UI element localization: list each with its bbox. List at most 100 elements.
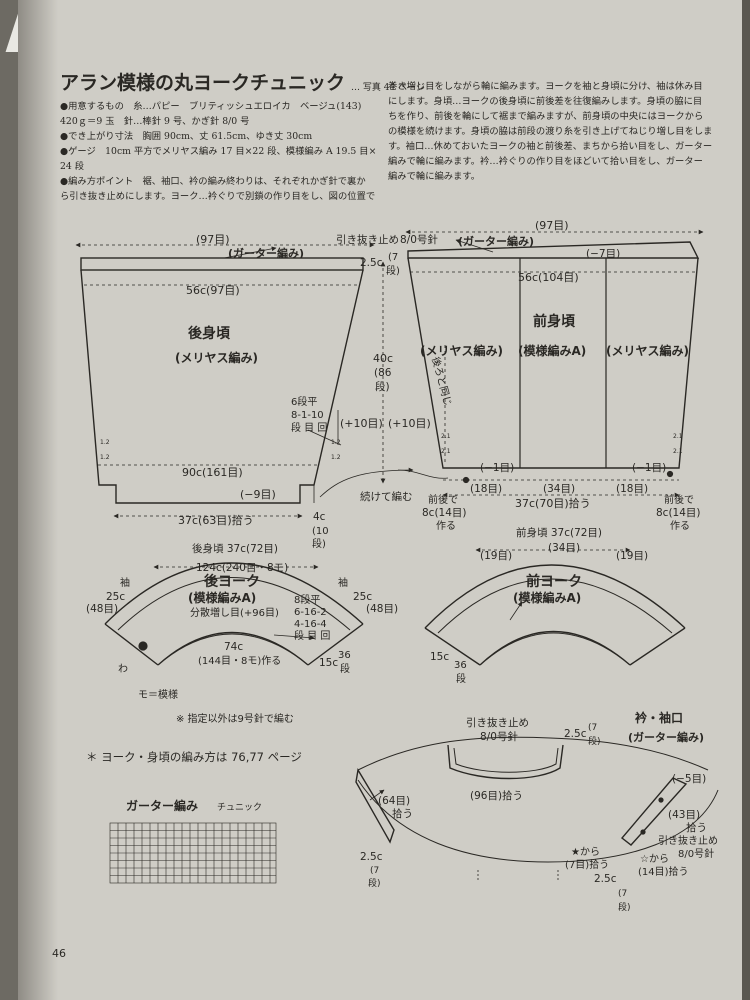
front-stitch-center: (模様編みA) [518, 343, 586, 358]
back-yoke-rows-2: 6-16-2 [294, 607, 327, 618]
materials-line: 420ｇ＝9 玉 針…棒針 9 号、かぎ針 8/0 号 [60, 116, 250, 127]
front-yoke-sts-center: (34目) [548, 542, 580, 554]
materials-line: ●編み方ポイント 裾、袖口、衿の編み終わりは、それぞれかぎ針で裏か [60, 176, 366, 187]
neck-cuff-title: 衿・袖口 [635, 710, 683, 725]
back-inc-units: 段 目 回 [291, 421, 327, 434]
back-garter-label: (ガーター編み) [228, 246, 304, 260]
same-as-back-label: 後ろと同じ [429, 355, 454, 407]
right-cuff-rows-unit: 段) [618, 901, 631, 913]
back-pickup: 37c(63目)拾う [178, 513, 254, 527]
back-yoke-rows: 8段平 [294, 593, 320, 606]
back-yoke-right-sts: (48目) [366, 603, 398, 615]
right-cuff-dec: (−5目) [672, 773, 706, 785]
back-yoke-depth-rows-unit: 段 [340, 662, 350, 675]
back-side-mark: 1.2 [331, 439, 341, 446]
motif-note: モ＝模様 [138, 688, 178, 701]
back-body-stitch: (メリヤス編み) [175, 350, 258, 365]
front-side-mark: 2.1 [673, 448, 683, 455]
back-yoke-labels: 後身頃 37c(72目) 124c(240目・8モ) 後ヨーク (模様編みA) … [86, 542, 398, 725]
back-yoke-sleeve-left: 袖 [120, 576, 130, 589]
front-yoke-sts-right: (19目) [616, 550, 648, 562]
back-yoke-depth-rows: 36 [338, 650, 351, 661]
neck-cuff-stitch: (ガーター編み) [628, 730, 704, 744]
front-body-labels: 8/0号針 (ガーター編み) (97目) (−7目) 56c(104目) 前身頃… [400, 219, 701, 532]
back-yoke-rows-units: 段 目 回 [294, 629, 330, 642]
neck-needle: 8/0号針 [480, 730, 518, 743]
garter-stitch-chart [109, 822, 277, 884]
back-body-labels: (97目) 引き抜き止め (ガーター編み) 2.5c (7 段) 56c(97目… [100, 233, 400, 550]
back-yoke-inner-make: (144目・8モ)作る [198, 655, 281, 667]
back-mid-width: 56c(97目) [186, 284, 240, 297]
back-side-mark: 1.2 [100, 439, 110, 446]
star-outline-pickup-label: (14目)拾う [638, 865, 689, 878]
gusset-rows-unit: 段) [312, 537, 326, 550]
front-diff-right-make: 作る [670, 520, 690, 532]
front-stitch-right: (メリヤス編み) [606, 343, 689, 358]
front-pickup: 37c(70目)拾う [515, 496, 591, 510]
left-cuff-height: 2.5c [360, 851, 383, 863]
star-pickup-label: (7目)拾う [565, 858, 609, 871]
instruction-line: 編みで輪に編みます。衿…衿ぐりの作り目をほどいて拾い目をし、ガーター [388, 156, 703, 167]
front-side-mark: 2.1 [441, 448, 451, 455]
front-diff-right: 前後で [664, 493, 694, 506]
neck-height: 2.5c [564, 728, 587, 740]
garter-chart-title: ガーター編み [126, 798, 198, 813]
needle-note: ※ 指定以外は9号針で編む [176, 712, 294, 725]
left-cuff-pickup: (64目) [378, 795, 410, 807]
instruction-line: にします。身頃…ヨークの後身頃に前後差を往復編みします。身頃の脇に目 [388, 96, 703, 107]
instruction-line: ちを作り、前後を輪にして裾まで編みますが、前身頃の中央にはヨークから [388, 111, 704, 122]
front-yoke-pattern: (模様編みA) [513, 590, 581, 605]
neck-cuff-schematic [355, 736, 719, 880]
instruction-line: 巻き増し目をしながら輪に編みます。ヨークを袖と身頃に分け、袖は休み目 [388, 81, 703, 92]
neck-pickup: (96目)拾う [470, 789, 523, 802]
back-yoke-left-width: 25c [106, 591, 125, 603]
instruction-line: の模様を続けます。身頃の脇は前段の渡り糸を引き上げてねじり増し目をしま [388, 126, 713, 137]
front-yoke-sts-left: (19目) [480, 550, 512, 562]
materials-line: ●用意するもの 糸…パピー ブリティッシュエロイカ ベージュ(143) [60, 101, 362, 112]
front-diff-right-sts: 8c(14目) [656, 507, 701, 519]
left-cuff-rows-unit: 段) [368, 877, 381, 889]
book-spine [0, 0, 18, 1000]
front-dec-left: (−1目) [480, 462, 514, 474]
back-yoke-schematic [104, 562, 364, 666]
back-garter-height: 2.5c [360, 257, 383, 269]
left-cuff-rows: (7 [370, 866, 379, 876]
book-page: アラン模様の丸ヨークチュニック … 写真 44 ページ ●用意するもの 糸…パピ… [18, 0, 742, 1000]
body-length-rows-unit: 段) [375, 380, 390, 393]
right-cuff-needle: 8/0号針 [678, 847, 714, 860]
back-inc-total: (+10目) [340, 417, 383, 430]
back-body-name: 後身頃 [188, 325, 231, 342]
back-width-label: (97目) [196, 233, 230, 246]
neck-cuff-labels: 衿・袖口 (ガーター編み) 引き抜き止め 8/0号針 2.5c (7 段) (9… [360, 710, 718, 913]
back-yoke-body-width: 後身頃 37c(72目) [192, 542, 278, 555]
back-yoke-inc: 分散増し目(+96目) [190, 606, 279, 619]
back-inc-spec: 8-1-10 [291, 410, 324, 421]
right-cuff-pickup-label: 拾う [686, 821, 707, 834]
materials-line: ●でき上がり寸法 胸囲 90cm、丈 61.5cm、ゆき丈 30cm [60, 131, 313, 142]
right-cuff-height: 2.5c [594, 873, 617, 885]
star-from-label: ★から [571, 846, 600, 858]
right-cuff-pickup: (43目) [668, 809, 700, 821]
front-yoke-depth-rows-unit: 段 [456, 672, 466, 685]
materials-line: ●ゲージ 10cm 平方でメリヤス編み 17 目×22 段、模様編み A 19.… [60, 146, 377, 157]
back-garter-rows: (7 [388, 252, 398, 263]
back-body-schematic [75, 242, 414, 519]
front-side-mark: 2.1 [673, 433, 683, 440]
back-bind-off-label: 引き抜き止め [336, 233, 399, 246]
front-yoke-depth: 15c [430, 651, 449, 663]
back-inc-rows: 6段平 [291, 395, 317, 408]
body-length: 40c [373, 352, 393, 365]
front-yoke-labels: 前身頃 37c(72目) (19目) (34目) (19目) 前ヨーク (模様編… [430, 526, 648, 685]
back-yoke-name: 後ヨーク [204, 573, 260, 590]
yoke-pattern-reference: ＊ ヨーク・身頃の編み方は 76,77 ページ [86, 750, 302, 764]
back-yoke-depth: 15c [319, 657, 338, 669]
front-sts-right: (18目) [616, 483, 648, 495]
front-inc-total: (+10目) [388, 417, 431, 430]
back-hem-dec: (−9目) [240, 488, 276, 501]
back-garter-rows-unit: 段) [386, 264, 400, 277]
instruction-line: 編みで輪に編みます。 [388, 171, 481, 182]
page-title: アラン模様の丸ヨークチュニック [60, 72, 346, 94]
front-yoke-body-width: 前身頃 37c(72目) [516, 526, 602, 539]
front-yoke-name: 前ヨーク [526, 573, 582, 590]
front-top-dec: (−7目) [586, 248, 620, 260]
